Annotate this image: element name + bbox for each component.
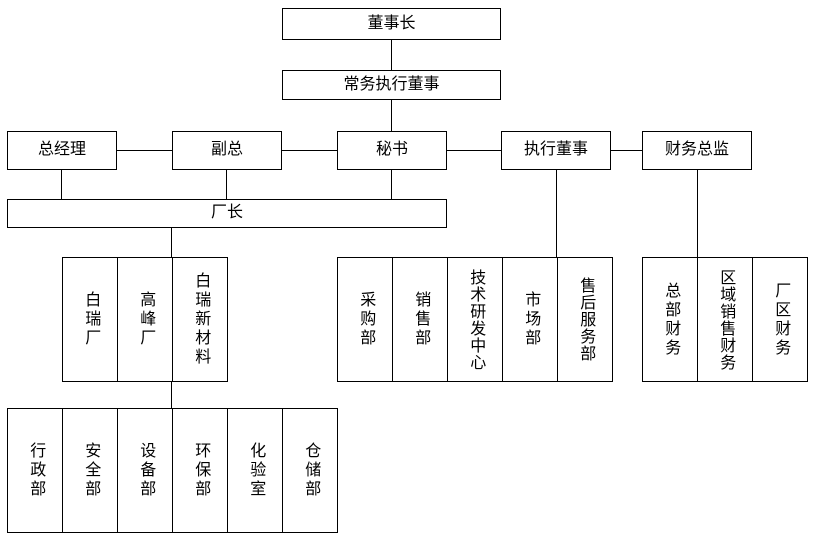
node-bairui-new-materials: 白瑞新材料 <box>172 257 228 382</box>
edge-deputy-gm-factory-director <box>226 170 227 199</box>
node-marketing-dept: 市场部 <box>502 257 558 382</box>
node-rd-center: 技术研发中心 <box>447 257 503 382</box>
node-gaofeng-factory: 高峰厂 <box>117 257 173 382</box>
node-factory-director: 厂长 <box>7 199 447 228</box>
node-general-manager: 总经理 <box>7 131 117 170</box>
edge-general-manager-factory-director <box>61 170 62 199</box>
edge-secretary-factory-director <box>391 170 392 199</box>
node-secretary: 秘书 <box>337 131 447 170</box>
node-chairman: 董事长 <box>282 8 501 40</box>
edge-executive-director-finance-director <box>611 150 642 151</box>
node-equipment-dept: 设备部 <box>117 408 173 533</box>
node-executive-director: 执行董事 <box>501 131 611 170</box>
node-safety-dept: 安全部 <box>62 408 118 533</box>
node-finance-director: 财务总监 <box>642 131 752 170</box>
node-managing-director: 常务执行董事 <box>282 70 501 100</box>
edge-managing-director-secretary <box>391 100 392 131</box>
node-regional-sales-finance: 区域销售财务 <box>697 257 753 382</box>
edge-finance-director-finance-group <box>697 170 698 257</box>
node-sales-dept: 销售部 <box>392 257 448 382</box>
node-bairui-factory: 白瑞厂 <box>62 257 118 382</box>
node-deputy-gm: 副总 <box>172 131 282 170</box>
edge-executive-director-business-group <box>556 170 557 257</box>
node-after-sales-dept: 售后服务部 <box>557 257 613 382</box>
node-factory-finance: 厂区财务 <box>752 257 808 382</box>
node-purchasing-dept: 采购部 <box>337 257 393 382</box>
node-environment-dept: 环保部 <box>172 408 228 533</box>
edge-deputy-gm-secretary <box>282 150 337 151</box>
edge-general-manager-deputy-gm <box>117 150 172 151</box>
node-hq-finance: 总部财务 <box>642 257 698 382</box>
node-laboratory: 化验室 <box>227 408 283 533</box>
edge-chairman-managing-director <box>391 40 392 70</box>
node-admin-dept: 行政部 <box>7 408 63 533</box>
edge-secretary-executive-director <box>447 150 501 151</box>
node-warehouse-dept: 仓储部 <box>282 408 338 533</box>
